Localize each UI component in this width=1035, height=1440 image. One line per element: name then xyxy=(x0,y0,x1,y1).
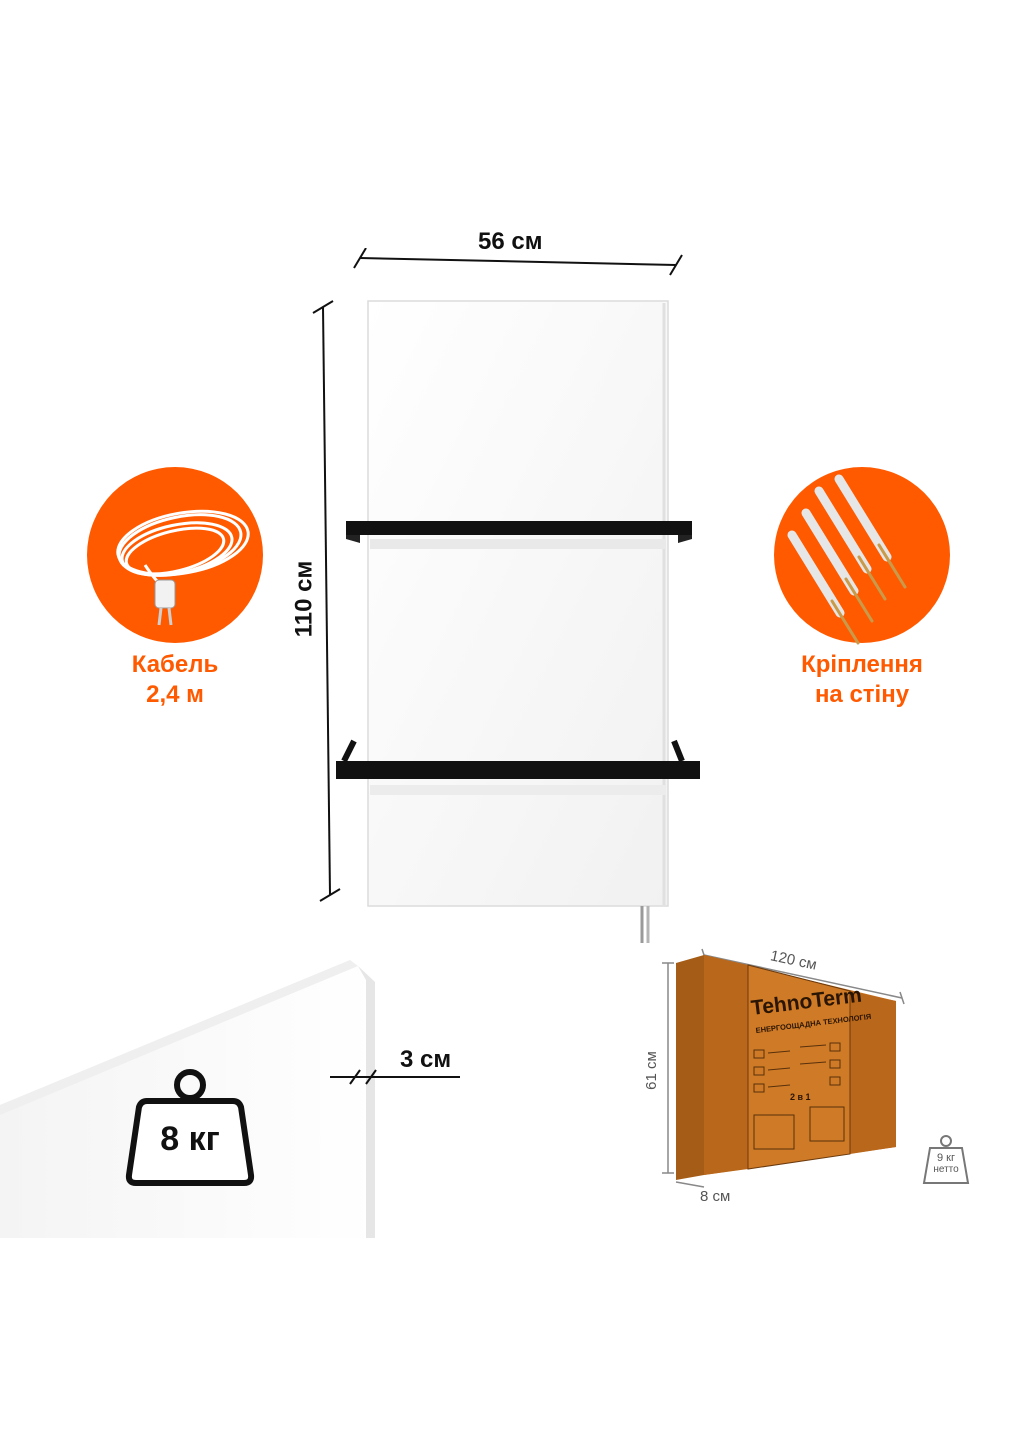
package-height-label: 61 см xyxy=(642,1051,660,1090)
mount-label-line2: на стіну xyxy=(814,681,910,708)
package-badge: 2 в 1 xyxy=(790,1092,811,1102)
wall-anchor-icon xyxy=(774,467,950,645)
lower-towel-rail xyxy=(336,739,700,795)
height-dimension-line xyxy=(312,300,341,902)
cable-label-line2: 2,4 м xyxy=(146,681,204,708)
package-depth-label: 8 см xyxy=(700,1188,731,1205)
height-label: 110 см xyxy=(290,560,318,638)
mount-label-line1: Кріплення xyxy=(801,651,923,678)
cable-label-line1: Кабель xyxy=(131,651,219,678)
package-weight-icon xyxy=(922,1135,970,1184)
width-dimension-line xyxy=(353,248,683,276)
cable-label: Кабель 2,4 м xyxy=(95,650,255,710)
package-box: TehnoTerm ЕНЕРГООЩАДНА ТЕХНОЛОГІЯ 2 в 1 xyxy=(662,948,905,1188)
weight-icon xyxy=(125,1069,255,1186)
power-cable-icon xyxy=(87,467,263,643)
weight-value: 8 кг xyxy=(160,1120,220,1158)
package-weight-label: нетто xyxy=(933,1164,959,1175)
mount-label: Кріплення на стіну xyxy=(782,650,942,710)
depth-label: 3 см xyxy=(400,1046,452,1073)
upper-towel-rail xyxy=(346,521,692,549)
package-weight: 9 кг нетто xyxy=(920,1152,972,1176)
heater-panel xyxy=(336,300,700,943)
width-label: 56 см xyxy=(478,228,543,255)
package-weight-value: 9 кг xyxy=(937,1152,955,1164)
